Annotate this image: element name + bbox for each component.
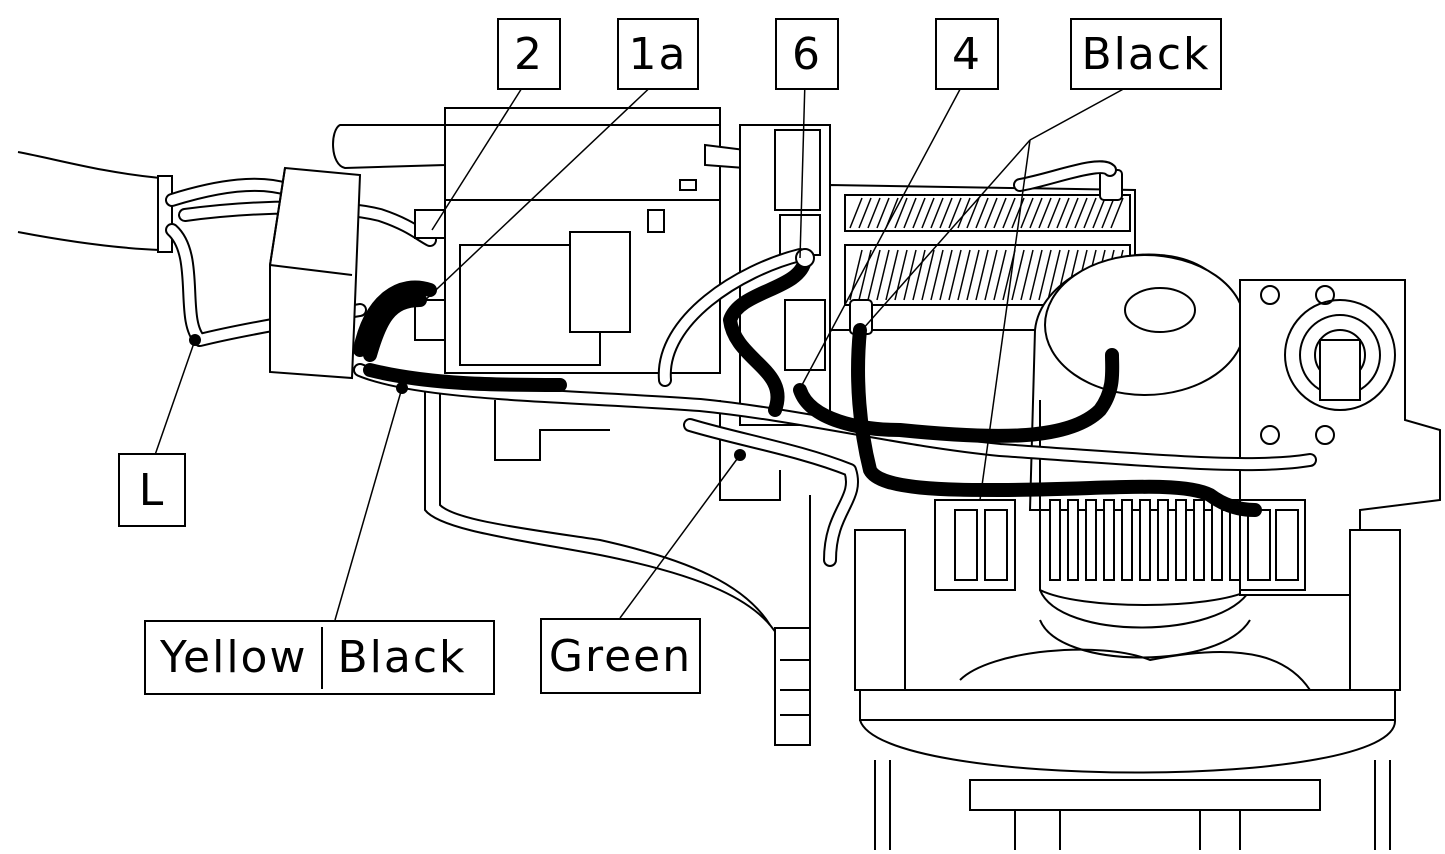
leader-lines [154, 79, 1141, 621]
coil-winding [1074, 197, 1088, 229]
callout-l: L [118, 453, 186, 527]
callout-yellow-black: Yellow Black [144, 620, 495, 695]
coil-winding [948, 249, 962, 301]
coil-winding [1002, 197, 1016, 229]
wire-harness [353, 160, 1317, 567]
coil-winding [1101, 197, 1115, 229]
callout-2: 2 [497, 18, 561, 90]
coil-winding [984, 249, 998, 301]
power-cord [17, 151, 173, 253]
commutator-bar [1139, 499, 1151, 581]
coil-winding [993, 197, 1007, 229]
coil-winding [867, 197, 881, 229]
commutator-bar [1103, 499, 1115, 581]
coil-winding [939, 249, 953, 301]
coil-winding [1056, 197, 1070, 229]
coil-winding [1065, 197, 1079, 229]
callout-green: Green [540, 618, 701, 694]
coil-winding [957, 197, 971, 229]
housing-body [424, 375, 811, 746]
callout-6: 6 [775, 18, 839, 90]
coil-winding [1020, 249, 1034, 301]
coil-winding [993, 249, 1007, 301]
commutator-bar [1049, 499, 1061, 581]
coil-winding [1110, 197, 1124, 229]
coil-winding [903, 197, 917, 229]
coil-winding [894, 249, 908, 301]
coil-winding [1020, 197, 1034, 229]
callout-yellow-text: Yellow [160, 632, 308, 683]
coil-winding [894, 197, 908, 229]
coil-winding [1047, 197, 1061, 229]
motor [1028, 253, 1251, 659]
coil-winding [984, 197, 998, 229]
coil-winding [1083, 197, 1097, 229]
coil-winding [858, 197, 872, 229]
coil-winding [912, 197, 926, 229]
coil-winding [876, 249, 890, 301]
coil-winding [1029, 249, 1043, 301]
commutator-bar [1085, 499, 1097, 581]
coil-winding [948, 197, 962, 229]
callout-black-bottom-text: Black [337, 632, 467, 683]
coil-winding [957, 249, 971, 301]
coil-winding [912, 249, 926, 301]
coil-winding [930, 249, 944, 301]
coil-winding [1038, 249, 1052, 301]
commutator-bar [1121, 499, 1133, 581]
coil-winding [876, 197, 890, 229]
bottom-housing [859, 648, 1397, 850]
commutator-bar [1157, 499, 1169, 581]
callout-divider [321, 626, 324, 689]
coil-winding [885, 249, 899, 301]
callout-1a: 1a [617, 18, 699, 90]
brush-holders [854, 499, 1401, 691]
coil-winding [849, 197, 863, 229]
coil-winding [930, 197, 944, 229]
commutator-bar [1211, 499, 1223, 581]
coil-winding [1029, 197, 1043, 229]
coil-winding [1038, 197, 1052, 229]
coil-winding [921, 249, 935, 301]
callout-black-top: Black [1070, 18, 1222, 90]
coil-winding [867, 249, 881, 301]
coil-winding [939, 197, 953, 229]
coil-winding [1011, 249, 1025, 301]
coil-winding [966, 197, 980, 229]
commutator-bar [1067, 499, 1079, 581]
coil-winding [1047, 249, 1061, 301]
coil-winding [975, 249, 989, 301]
commutator-bar [1193, 499, 1205, 581]
callout-4: 4 [935, 18, 999, 90]
coil-winding [975, 197, 989, 229]
coil-winding [1092, 197, 1106, 229]
commutator-bar [1175, 499, 1187, 581]
coil-winding [921, 197, 935, 229]
coil-winding [966, 249, 980, 301]
